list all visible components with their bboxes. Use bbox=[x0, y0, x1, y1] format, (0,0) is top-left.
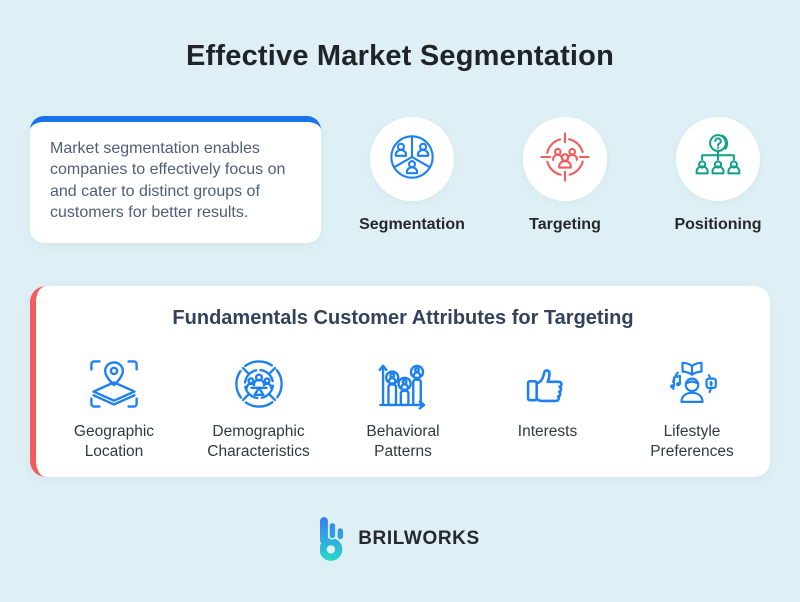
attribute-item-interests: Interests bbox=[478, 354, 618, 462]
thumbs-up-icon bbox=[520, 354, 576, 412]
segmentation-icon-circle bbox=[370, 117, 454, 201]
segmentation-pie-people-icon bbox=[387, 132, 437, 187]
attributes-card: Fundamentals Customer Attributes for Tar… bbox=[30, 286, 770, 477]
intro-card: Market segmentation enables companies to… bbox=[30, 116, 321, 243]
attribute-label: Geographic Location bbox=[73, 423, 155, 460]
brilworks-b-logo bbox=[320, 517, 345, 561]
attribute-label: Behavioral Patterns bbox=[366, 423, 440, 460]
stp-item-segmentation: Segmentation bbox=[342, 117, 482, 234]
attributes-card-title: Fundamentals Customer Attributes for Tar… bbox=[172, 307, 634, 329]
stp-item-targeting: Targeting bbox=[495, 117, 635, 234]
demographics-donut-icon bbox=[231, 354, 287, 412]
targeting-icon-circle bbox=[523, 117, 607, 201]
attribute-item-behavioral: Behavioral Patterns bbox=[333, 354, 473, 462]
attribute-item-geographic: Geographic Location bbox=[44, 354, 184, 462]
map-location-icon bbox=[86, 354, 142, 412]
attribute-item-lifestyle: Lifestyle Preferences bbox=[622, 354, 762, 462]
attribute-label: Interests bbox=[517, 423, 578, 440]
attribute-label: Lifestyle Preferences bbox=[650, 423, 734, 460]
stp-label: Segmentation bbox=[359, 216, 465, 233]
stp-label: Targeting bbox=[529, 216, 601, 233]
attribute-label: Demographic Characteristics bbox=[207, 423, 310, 460]
attributes-row: Geographic Location Demographic C bbox=[36, 354, 770, 462]
stp-item-positioning: Positioning bbox=[648, 117, 788, 234]
attribute-item-demographic: Demographic Characteristics bbox=[189, 354, 329, 462]
positioning-icon-circle bbox=[676, 117, 760, 201]
page-title: Effective Market Segmentation bbox=[185, 40, 615, 72]
intro-text: Market segmentation enables companies to… bbox=[50, 140, 286, 222]
footer-brand: BRILWORKS bbox=[0, 517, 800, 561]
behavior-bar-chart-icon bbox=[375, 354, 431, 412]
target-audience-icon bbox=[540, 131, 590, 187]
brand-name: BRILWORKS bbox=[358, 528, 480, 549]
positioning-hierarchy-icon bbox=[693, 132, 743, 187]
lifestyle-media-person-icon bbox=[664, 354, 720, 412]
stp-label: Positioning bbox=[674, 216, 762, 233]
